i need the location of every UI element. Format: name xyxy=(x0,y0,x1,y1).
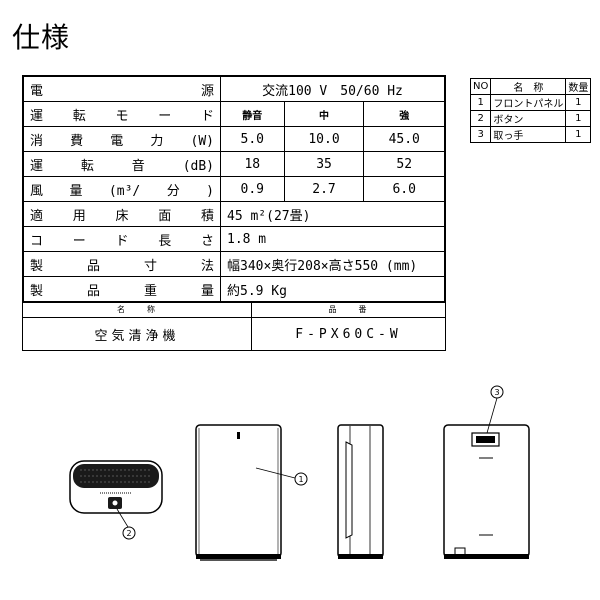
spec-value: 45.0 xyxy=(363,126,446,152)
parts-table: NO 名 称 数量 1 フロントパネル 1 2 ボタン 1 3 取っ手 1 xyxy=(469,78,592,143)
spec-label: 風量(m³/分) xyxy=(22,176,221,202)
spec-label: 適用床面積 xyxy=(22,201,221,227)
table-row: 消費電力(W) 5.0 10.0 45.0 xyxy=(22,126,446,152)
callout-1 xyxy=(294,472,308,486)
spec-label: 製品重量 xyxy=(22,276,221,303)
table-row: NO 名 称 数量 xyxy=(469,78,592,95)
callout-2 xyxy=(122,526,136,540)
spec-value: 5.0 xyxy=(220,126,285,152)
callout-3 xyxy=(490,385,504,399)
callout-label: 1 xyxy=(298,475,303,484)
table-row: 適用床面積 45 m²(27畳) xyxy=(22,201,446,227)
part-number: 3 xyxy=(469,126,492,143)
callout-label: 3 xyxy=(494,388,499,397)
table-row: 3 取っ手 1 xyxy=(469,126,592,143)
table-row: コード長さ 1.8 m xyxy=(22,226,446,252)
callout-label: 2 xyxy=(126,529,131,538)
table-row: 運転モード 静音 中 強 xyxy=(22,101,446,127)
table-row: 製品重量 約5.9 Kg xyxy=(22,276,446,303)
table-row: 空気清浄機 F-PX60C-W xyxy=(22,317,446,351)
table-row: 製品寸法 幅340×奥行208×高さ550 (mm) xyxy=(22,251,446,277)
part-name: 取っ手 xyxy=(490,126,567,143)
table-row: 1 フロントパネル 1 xyxy=(469,94,592,111)
page-title: 仕様 xyxy=(12,21,71,54)
spec-label: 消費電力(W) xyxy=(22,126,221,152)
product-name: 空気清浄機 xyxy=(22,317,252,351)
side-view xyxy=(337,424,384,559)
spec-label: 運転モード xyxy=(22,101,221,127)
spec-value: 幅340×奥行208×高さ550 (mm) xyxy=(220,251,446,277)
front-view xyxy=(195,424,282,561)
spec-table: 電源 交流100 V 50/60 Hz 運転モード 静音 中 強 消費電力(W)… xyxy=(22,75,446,303)
spec-value: 10.0 xyxy=(283,126,365,152)
table-row: 運転音(dB) 18 35 52 xyxy=(22,151,446,177)
column-header: 数量 xyxy=(565,78,592,95)
back-view xyxy=(443,424,530,559)
top-view xyxy=(69,460,163,514)
spec-label: 製品寸法 xyxy=(22,251,221,277)
spec-value: 1.8 m xyxy=(220,226,446,252)
product-name-table: 名 称 品 番 空気清浄機 F-PX60C-W xyxy=(22,301,446,351)
product-number: F-PX60C-W xyxy=(251,317,446,351)
part-qty: 1 xyxy=(565,126,592,143)
mode-cell: 中 xyxy=(283,101,365,127)
spec-value: 約5.9 Kg xyxy=(220,276,446,303)
spec-value: 2.7 xyxy=(283,176,365,202)
column-header: NO xyxy=(469,78,492,95)
spec-value: 0.9 xyxy=(220,176,285,202)
spec-value: 18 xyxy=(220,151,285,177)
